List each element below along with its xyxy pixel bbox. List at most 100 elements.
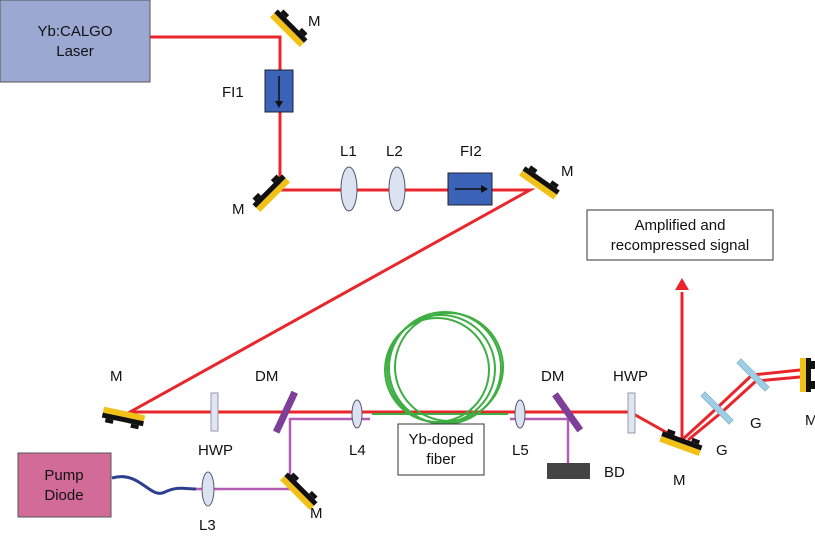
mount-tab (549, 180, 559, 189)
mirror-mount (522, 166, 560, 195)
box-text-line: Diode (44, 487, 83, 504)
mount-tab (691, 437, 701, 445)
dichroic-mirror-2 (552, 392, 584, 433)
lens-l2 (388, 166, 406, 212)
label-m: M (805, 412, 815, 429)
pump-box (17, 452, 112, 518)
mirror-m2 (252, 174, 290, 212)
mount-tab (290, 472, 300, 481)
label-l2: L2 (386, 143, 403, 160)
pump-segment (195, 417, 370, 491)
fiber-label: Yb-doped fiber (408, 431, 473, 468)
isolator-arrow-head (275, 101, 283, 108)
mirror-face (659, 435, 701, 457)
mount-tab (270, 174, 280, 183)
lens-l1 (340, 166, 358, 212)
fiber-box (397, 423, 485, 476)
mirror-face (280, 476, 314, 510)
label-m: M (673, 472, 686, 489)
mount-tab (130, 423, 139, 430)
label-l5: L5 (512, 442, 529, 459)
mount-tab (252, 192, 261, 202)
fiber-coil (372, 311, 508, 425)
grating-beam-a (680, 368, 801, 442)
label-hwp: HWP (613, 368, 648, 385)
mirror-mount (101, 412, 144, 427)
output-arrow-head (675, 278, 689, 290)
grating-1 (700, 391, 734, 425)
mirror-m4 (101, 406, 146, 430)
mirror-m5 (280, 472, 318, 510)
beam-dump (547, 463, 590, 479)
box-text-line: Yb-doped (408, 431, 473, 448)
faraday-isolator-2 (447, 172, 493, 206)
mirror-face (800, 358, 806, 392)
mirror-mount (284, 472, 318, 506)
label-m: M (308, 13, 321, 30)
box-text-line: Yb:CALGO (37, 23, 112, 40)
mirror-mount (661, 431, 703, 451)
label-m: M (561, 163, 574, 180)
lens-l3 (201, 471, 215, 507)
isolator-arrow-head (481, 185, 488, 193)
box-text-line: Laser (56, 43, 94, 60)
mount-tab (528, 165, 538, 174)
mount-tab (104, 418, 114, 424)
label-g: G (716, 442, 728, 459)
mount-tab (299, 27, 308, 37)
mirror-face (102, 406, 146, 422)
mirror-mount (806, 358, 811, 392)
component-labels: M FI1 L1 L2 FI2 M M M DM HWP L4 L3 M DM … (110, 13, 815, 534)
lens-l4 (351, 399, 363, 429)
grating-beam-b (687, 375, 801, 442)
output-signal-box: Amplified and recompressed signal (586, 209, 774, 261)
label-fi2: FI2 (460, 143, 482, 160)
box-text-line: Pump (44, 467, 83, 484)
label-hwp: HWP (198, 442, 233, 459)
label-l3: L3 (199, 517, 216, 534)
label-dm: DM (541, 368, 564, 385)
mirror-face (270, 13, 304, 47)
mirror-face (256, 178, 290, 212)
half-wave-plate-1 (210, 392, 219, 432)
mount-tab (811, 381, 815, 389)
label-dm: DM (255, 368, 278, 385)
label-bd: BD (604, 464, 625, 481)
dichroic-mirror-1 (272, 390, 298, 434)
mirror-m7 (800, 358, 815, 392)
mirror-mount (252, 174, 286, 208)
output-label: Amplified and recompressed signal (611, 217, 749, 254)
pump-fiber-cable (111, 475, 197, 495)
pump-residual-segment (510, 417, 570, 463)
mirror-m3 (519, 165, 560, 200)
mount-tab (811, 361, 815, 369)
lens-l5 (514, 399, 526, 429)
box-text-line: recompressed signal (611, 237, 749, 254)
box-text-line: Amplified and (635, 217, 726, 234)
mirror-face (519, 170, 557, 200)
box-text-line: fiber (426, 451, 455, 468)
grating-2 (736, 358, 770, 392)
fiber-loop (394, 312, 504, 422)
mirror-m6 (659, 428, 703, 457)
half-wave-plate-2 (627, 392, 636, 434)
faraday-isolator-1 (264, 69, 294, 113)
fiber-label-box: Yb-doped fiber (397, 423, 485, 476)
label-m: M (232, 201, 245, 218)
label-m: M (310, 505, 323, 522)
label-l4: L4 (349, 442, 366, 459)
laser-label: Yb:CALGO Laser (37, 23, 112, 60)
laser-box (0, 0, 151, 83)
label-m: M (110, 368, 123, 385)
laser-source: Yb:CALGO Laser (0, 0, 151, 83)
pump-path (195, 417, 570, 491)
label-g: G (750, 415, 762, 432)
label-l1: L1 (340, 143, 357, 160)
label-fi1: FI1 (222, 84, 244, 101)
mount-tab (280, 9, 290, 18)
output-box (586, 209, 774, 261)
